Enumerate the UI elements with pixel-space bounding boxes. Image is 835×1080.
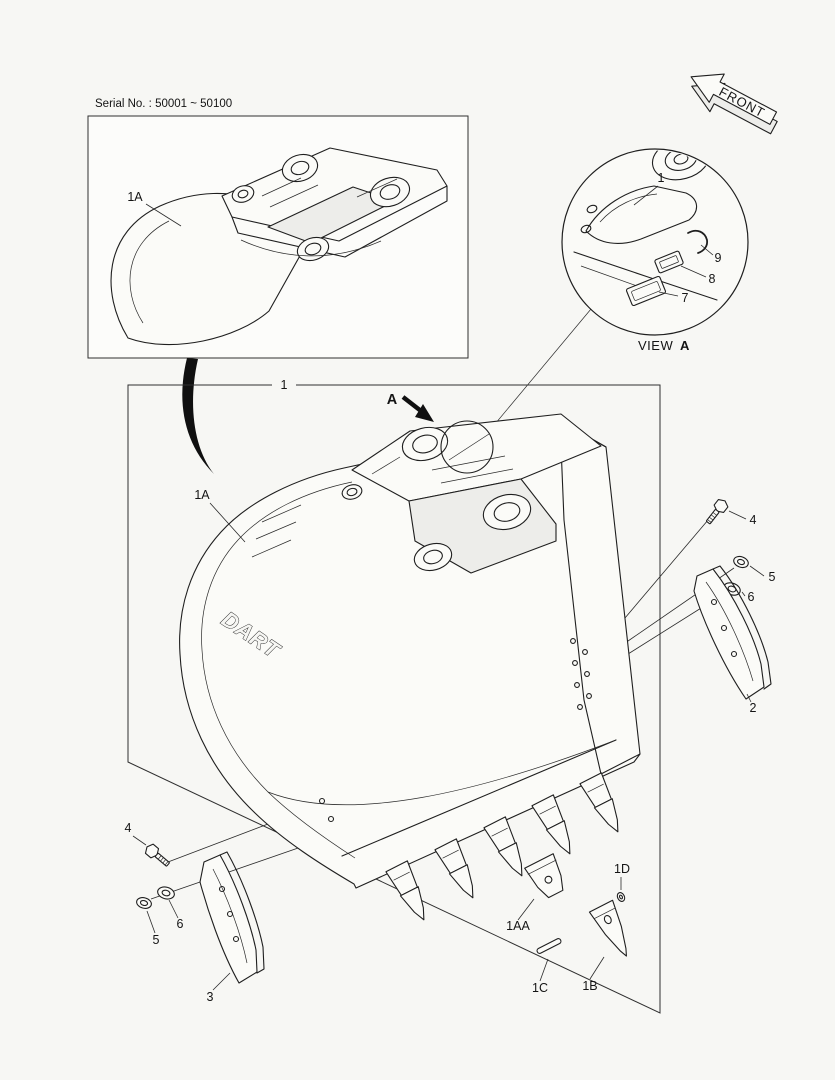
front-arrow-face — [690, 73, 778, 125]
label-part-1a-main: 1A — [194, 488, 210, 502]
bucket-tooth — [483, 816, 534, 882]
label-part-7-view: 7 — [682, 291, 689, 305]
hinge-boss-left — [341, 484, 363, 500]
tooth-adapter-1aa — [524, 853, 564, 899]
label-part-4-left: 4 — [125, 821, 132, 835]
bucket-tooth — [579, 772, 630, 838]
hinge-boss-lower — [413, 542, 453, 572]
label-part-4-right: 4 — [750, 513, 757, 527]
label-part-2: 2 — [750, 701, 757, 715]
view-a-arrow-head — [415, 404, 434, 422]
nut-5-left — [134, 895, 154, 911]
bucket-lip-inner-edge — [341, 739, 617, 857]
view-a-circle — [561, 148, 749, 336]
lock-pin-1c — [536, 938, 562, 954]
view-a-detail: 1 9 8 7 VIEW A — [561, 148, 749, 353]
bolt-4-right — [702, 496, 731, 527]
pin-1d — [616, 892, 626, 902]
left-mount-parts: 4 5 6 3 — [125, 821, 265, 1004]
hinge-boss-right — [482, 493, 532, 531]
label-part-5-left: 5 — [153, 933, 160, 947]
hinge-boss-upper — [401, 426, 449, 462]
label-part-1b: 1B — [582, 979, 597, 993]
side-plate-holes — [570, 638, 592, 710]
main-assembly-box: 1 — [127, 378, 661, 1014]
washer-6-left — [155, 884, 177, 902]
front-direction-arrow: FRONT — [690, 73, 778, 135]
bucket-tooth — [434, 838, 485, 904]
bucket-tooth — [385, 860, 436, 926]
inset-pointer-swoosh — [182, 358, 214, 474]
view-a-caption: VIEW — [638, 338, 673, 353]
label-view-a-marker: A — [387, 392, 398, 408]
bucket-callout-1a: 1A — [194, 488, 246, 543]
label-part-1: 1 — [281, 378, 288, 392]
view-a-arrow-shaft — [401, 395, 423, 413]
nut-5-right — [731, 553, 751, 571]
view-a-caption-letter: A — [680, 338, 690, 353]
plate-part-8 — [654, 250, 684, 274]
view-a-drawing — [573, 150, 718, 307]
view-a-marker: A — [387, 392, 434, 422]
label-part-6-right: 6 — [748, 590, 755, 604]
inset-detail-box: 1A — [87, 115, 469, 359]
bucket-assembly: DART — [179, 413, 641, 889]
label-part-9-view: 9 — [715, 251, 722, 265]
label-part-6-left: 6 — [177, 917, 184, 931]
view-a-leader-line — [489, 308, 592, 431]
side-cutter-left — [199, 854, 258, 984]
serial-number-note: Serial No. : 50001 ~ 50100 — [95, 98, 232, 110]
right-mount-parts: 4 5 6 2 — [693, 496, 776, 715]
exploded-tooth-parts: 1AA 1B 1C 1D — [506, 853, 630, 995]
plate-part-7 — [625, 275, 667, 307]
label-part-5-right: 5 — [769, 570, 776, 584]
label-part-1d: 1D — [614, 862, 630, 876]
inset-drawing — [110, 147, 448, 346]
detail-area-circle — [440, 420, 494, 474]
clip-part-9 — [687, 229, 709, 254]
label-part-3: 3 — [207, 990, 214, 1004]
bucket-tooth — [531, 794, 582, 860]
label-part-8-view: 8 — [709, 272, 716, 286]
label-part-1aa: 1AA — [506, 919, 530, 933]
label-part-1c: 1C — [532, 981, 548, 995]
label-part-1a-inset: 1A — [127, 190, 143, 204]
label-part-1-view: 1 — [658, 171, 665, 185]
bolt-4-left — [142, 841, 173, 870]
tooth-point-1b — [588, 899, 627, 957]
